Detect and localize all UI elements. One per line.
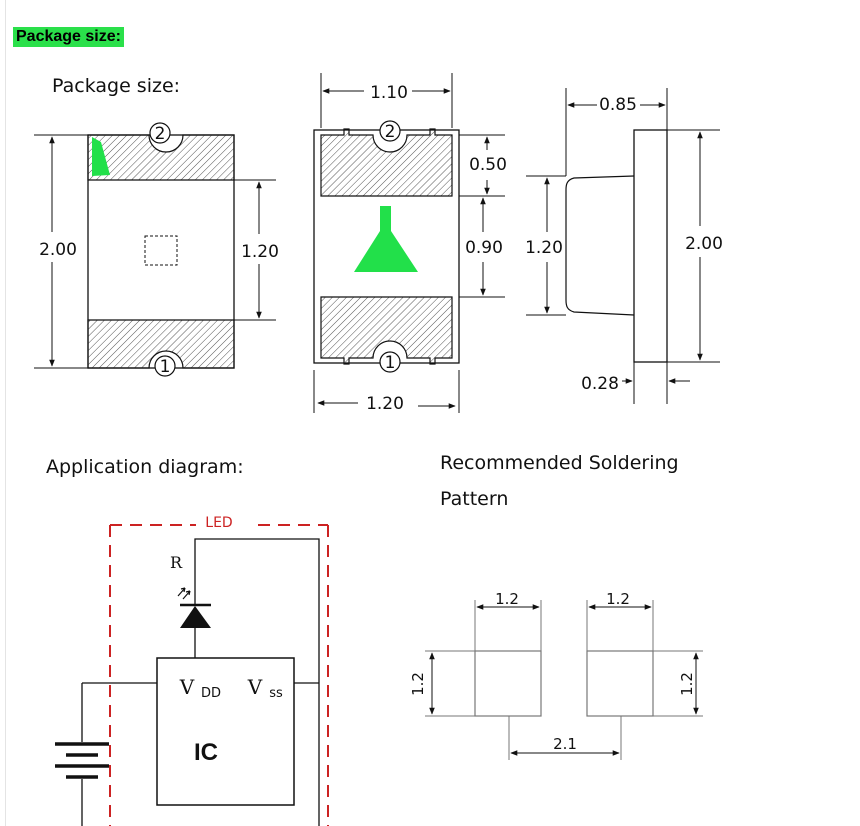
top-pin-1-label: 1 <box>385 353 396 373</box>
front-dim-height: 2.00 <box>39 240 77 260</box>
side-dim-height: 2.00 <box>685 234 723 254</box>
vdd-label: V <box>179 675 195 699</box>
top-dim-width: 1.10 <box>370 83 408 103</box>
side-dim-lens-height: 1.20 <box>525 238 563 258</box>
side-dim-thickness: 0.85 <box>599 95 637 115</box>
led-label: LED <box>205 515 232 531</box>
package-front-view: 2 1 2.00 1.20 <box>34 122 279 377</box>
top-dim-bottom-width: 1.20 <box>366 394 404 414</box>
resistor-label: R <box>170 553 183 572</box>
vss-subscript: ss <box>269 686 283 701</box>
front-pin-2-label: 2 <box>155 124 166 144</box>
top-dim-pad: 0.50 <box>469 155 507 175</box>
top-pin-2-label: 2 <box>385 122 396 142</box>
solder-left-height: 1.2 <box>409 672 427 696</box>
soldering-heading-line2: Pattern <box>440 488 509 510</box>
light-emission-icon <box>177 587 186 597</box>
solder-right-width: 1.2 <box>606 590 630 608</box>
package-size-heading: Package size: <box>52 75 181 97</box>
solder-right-height: 1.2 <box>678 672 696 696</box>
page-left-rule <box>5 0 6 826</box>
application-diagram-heading: Application diagram: <box>46 456 244 478</box>
vss-label: V <box>247 675 263 699</box>
top-dim-gap: 0.90 <box>465 238 503 258</box>
vdd-subscript: DD <box>201 686 221 701</box>
side-dim-base: 0.28 <box>581 374 619 394</box>
solder-pattern: 1.2 1.2 1.2 1.2 2.1 <box>409 590 703 760</box>
package-side-view: 0.85 1.20 2.00 0.28 <box>525 88 723 404</box>
application-circuit: LED R IC V DD V ss <box>55 515 329 826</box>
front-dim-inner-height: 1.20 <box>241 242 279 262</box>
package-top-view: 2 1 1.10 0.50 0.90 1.20 <box>313 73 507 414</box>
solder-pitch: 2.1 <box>553 735 577 753</box>
solder-left-width: 1.2 <box>495 590 519 608</box>
soldering-heading-line1: Recommended Soldering <box>440 452 679 474</box>
package-size-badge: Package size: <box>13 27 124 47</box>
front-pin-1-label: 1 <box>160 357 171 377</box>
ic-label: IC <box>194 739 218 766</box>
